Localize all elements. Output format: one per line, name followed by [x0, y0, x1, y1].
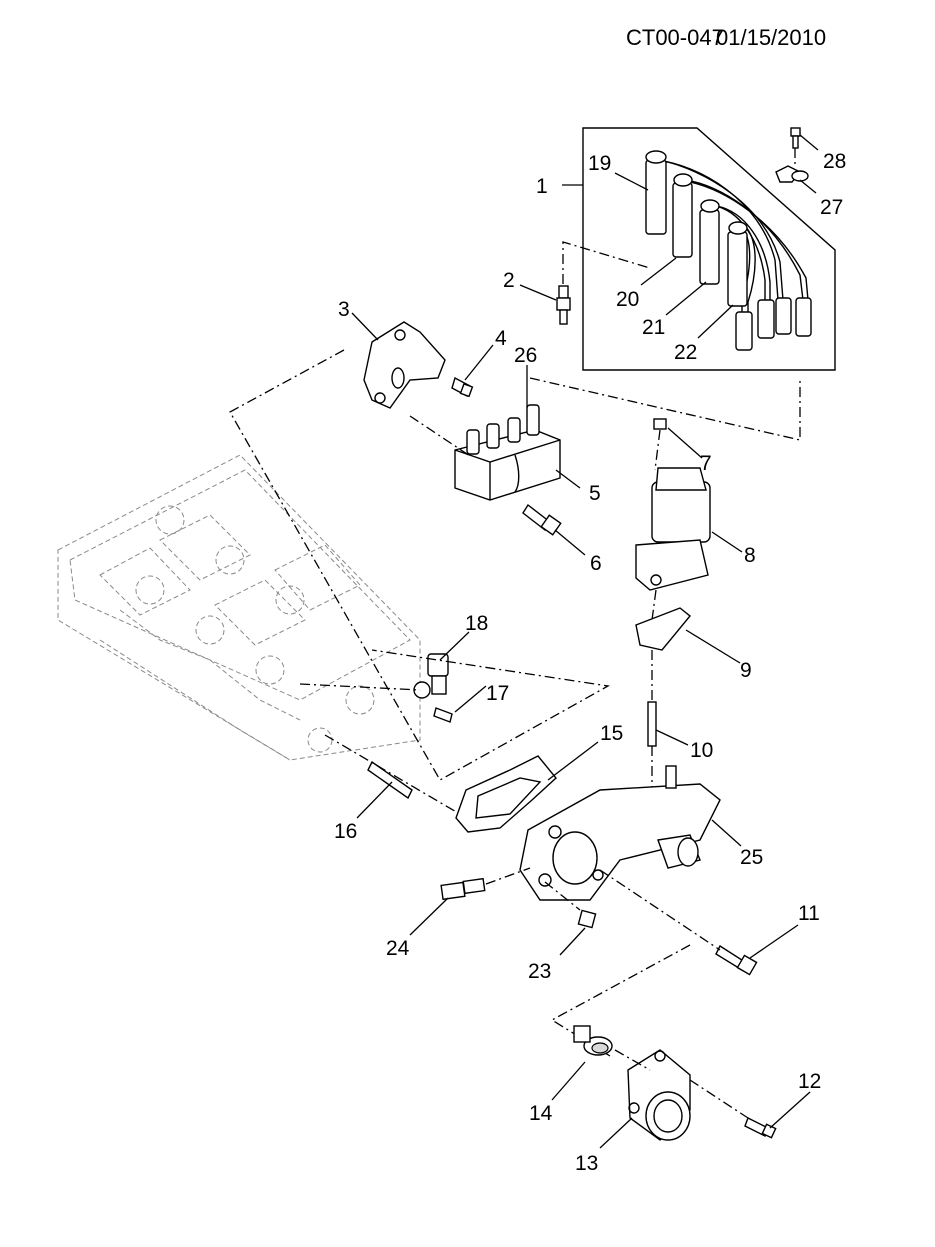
stud-10 — [647, 701, 657, 747]
callout-2: 2 — [503, 269, 515, 292]
sensor-18 — [413, 653, 449, 699]
callout-9: 9 — [740, 659, 752, 682]
callout-11: 11 — [798, 902, 820, 925]
callout-8: 8 — [744, 544, 756, 567]
bolt-6 — [522, 503, 562, 536]
callout-16: 16 — [334, 820, 357, 843]
bolt-11 — [715, 944, 758, 976]
callout-4: 4 — [495, 327, 507, 350]
nut-7 — [653, 418, 667, 430]
callout-17: 17 — [486, 682, 509, 705]
callout-28: 28 — [823, 150, 846, 173]
thermostat-cover-13 — [627, 1049, 691, 1141]
ignition-coil-5 — [454, 404, 561, 501]
callout-15: 15 — [600, 722, 623, 745]
callout-20: 20 — [616, 288, 639, 311]
callout-19: 19 — [588, 152, 611, 175]
nut-23 — [577, 909, 597, 929]
egr-valve-8 — [635, 467, 711, 591]
bolt-28 — [790, 127, 801, 149]
thermostat-14 — [573, 1025, 613, 1056]
callout-23: 23 — [528, 960, 551, 983]
diagram-code: CT00-047 — [626, 25, 724, 50]
callout-10: 10 — [690, 739, 713, 762]
callout-5: 5 — [589, 482, 601, 505]
bolt-4 — [451, 376, 474, 398]
cylinder-head-outline — [57, 454, 421, 761]
callout-12: 12 — [798, 1070, 821, 1093]
callout-21: 21 — [642, 316, 665, 339]
callout-14: 14 — [529, 1102, 553, 1125]
ignition-wire-set-inset — [582, 127, 836, 371]
clip-27 — [775, 165, 809, 183]
callout-18: 18 — [465, 612, 488, 635]
callout-26: 26 — [514, 344, 537, 367]
stud-16 — [367, 760, 413, 800]
spark-plug-2 — [556, 285, 571, 325]
bolt-12 — [744, 1117, 777, 1139]
gasket-15 — [455, 755, 557, 833]
callout-labels: 1 2 3 4 5 6 7 8 9 10 11 12 13 14 15 16 1… — [334, 150, 846, 1175]
bolt-17 — [433, 707, 453, 723]
egr-gasket-9 — [635, 607, 691, 651]
callout-1: 1 — [536, 175, 548, 198]
thermostat-housing-25 — [519, 765, 721, 901]
callout-13: 13 — [575, 1152, 598, 1175]
leader-lines — [351, 134, 819, 1149]
bracket-3 — [363, 321, 446, 409]
callout-3: 3 — [338, 298, 350, 321]
callout-25: 25 — [740, 846, 763, 869]
callout-7: 7 — [700, 452, 712, 475]
callout-24: 24 — [386, 937, 410, 960]
temperature-sensor-24 — [440, 877, 486, 901]
callout-22: 22 — [674, 341, 697, 364]
callout-27: 27 — [820, 196, 843, 219]
diagram-date: 01/15/2010 — [716, 25, 826, 50]
callout-6: 6 — [590, 552, 602, 575]
